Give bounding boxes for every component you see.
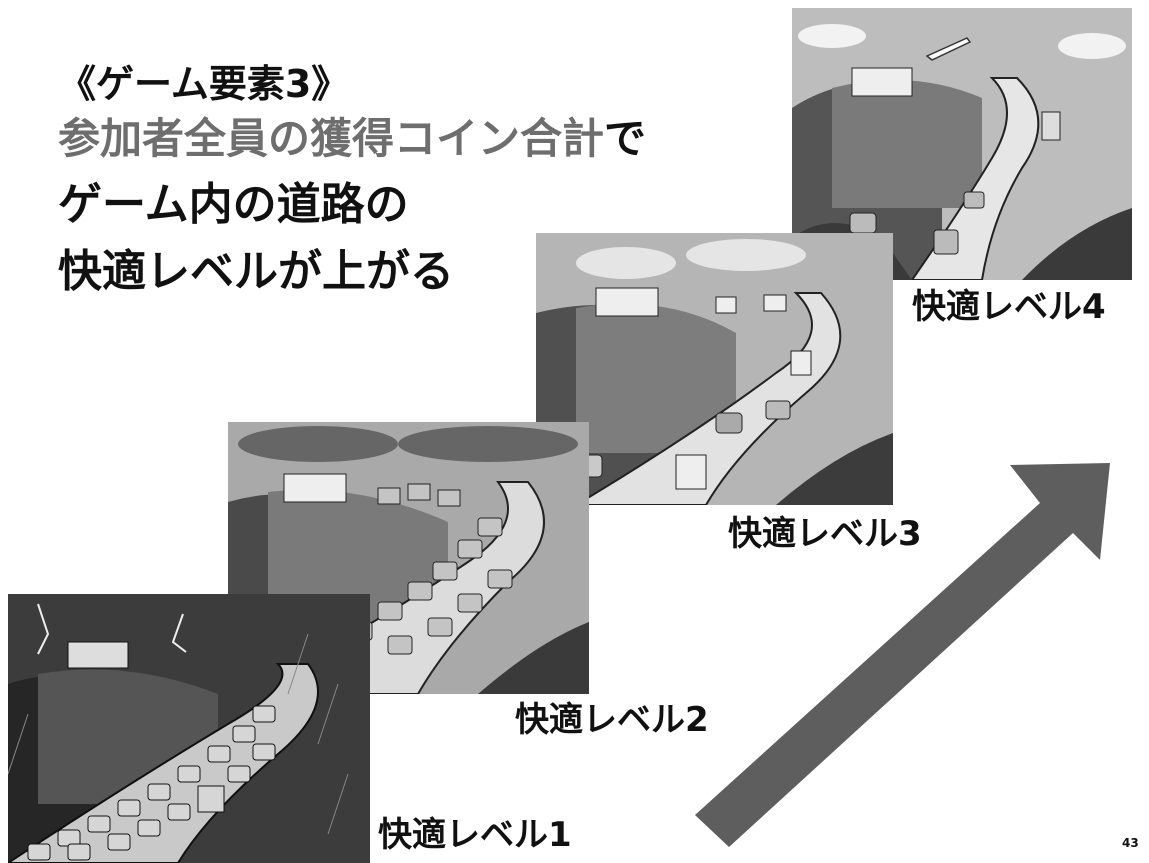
rising-arrow-icon bbox=[695, 463, 1110, 847]
slide-title-line-2: 参加者全員の獲得コイン合計で bbox=[58, 118, 646, 160]
level-2-label: 快適レベル2 bbox=[515, 700, 709, 740]
level-3-label: 快適レベル3 bbox=[728, 514, 922, 554]
level-1-illustration bbox=[8, 594, 370, 863]
title-highlight: 参加者全員の獲得コイン合計 bbox=[58, 114, 605, 163]
slide-subtitle: 《ゲーム要素3》 bbox=[58, 62, 350, 106]
level-3-illustration bbox=[536, 233, 893, 505]
slide-title-line-3: ゲーム内の道路の bbox=[58, 179, 409, 230]
level-1-label: 快適レベル1 bbox=[378, 815, 572, 855]
slide-title-line-4: 快適レベルが上がる bbox=[58, 246, 454, 297]
level-4-illustration bbox=[792, 8, 1132, 280]
page-number: 43 bbox=[1122, 836, 1139, 850]
title-particle: で bbox=[604, 114, 647, 163]
level-4-label: 快適レベル4 bbox=[912, 287, 1106, 327]
